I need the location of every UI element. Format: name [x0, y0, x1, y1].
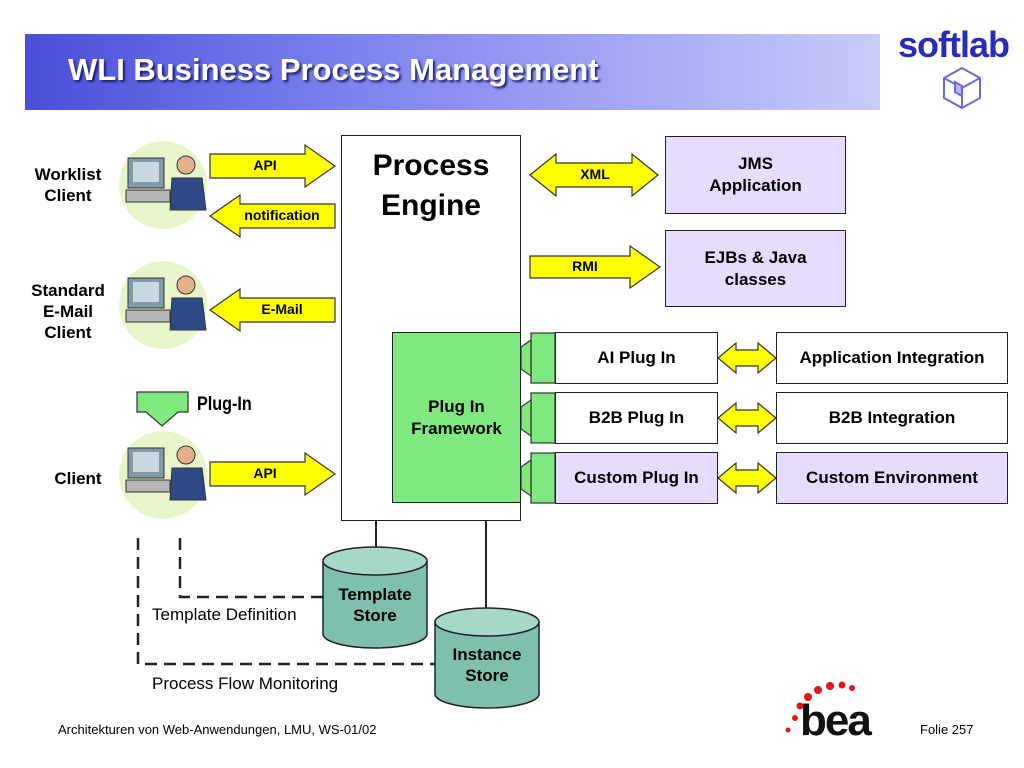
worklist-client-label: Worklist Client: [34, 165, 102, 205]
client-label: Client: [54, 469, 102, 488]
worklist-client-icon: [119, 141, 207, 229]
email-client-label: Standard E-Mail Client: [31, 281, 105, 342]
plug-connectors: [520, 332, 556, 504]
bea-logo: bea: [800, 696, 872, 745]
process-engine-box: Process Engine: [341, 135, 521, 521]
ejb-java-box: EJBs & Java classes: [665, 230, 846, 307]
custom-environment-box: Custom Environment: [776, 452, 1008, 504]
softlab-logo: softlab: [898, 24, 1010, 65]
b2b-double-arrow: [717, 401, 777, 435]
custom-plugin-box: Custom Plug In: [555, 452, 718, 504]
instance-store-label: Instance Store: [452, 645, 522, 685]
plugin-down-arrow: [136, 391, 189, 427]
ai-double-arrow: [717, 341, 777, 375]
template-definition-label: Template Definition: [152, 605, 297, 624]
slide-number: Folie 257: [920, 722, 974, 737]
api-top-text: API: [253, 157, 277, 173]
email-client-icon: [119, 261, 207, 349]
slide-title: WLI Business Process Management: [68, 52, 599, 87]
notification-text: notification: [244, 207, 320, 223]
softlab-cube-icon: [943, 66, 981, 110]
template-store-label: Template Store: [338, 585, 412, 625]
plugin-framework-box: Plug In Framework: [392, 332, 521, 503]
process-flow-monitoring-label: Process Flow Monitoring: [152, 674, 339, 693]
jms-application-box: JMS Application: [665, 136, 846, 214]
custom-double-arrow: [717, 461, 777, 495]
rmi-text: RMI: [572, 258, 598, 274]
b2b-plugin-box: B2B Plug In: [555, 392, 718, 444]
xml-text: XML: [580, 166, 610, 182]
ai-plugin-box: AI Plug In: [555, 332, 718, 384]
footer-text: Architekturen von Web-Anwendungen, LMU, …: [58, 722, 377, 737]
template-definition-dashed-line: [178, 538, 323, 599]
application-integration-box: Application Integration: [776, 332, 1008, 384]
b2b-integration-box: B2B Integration: [776, 392, 1008, 444]
api-bottom-text: API: [253, 465, 277, 481]
email-text: E-Mail: [261, 301, 303, 317]
plugin-label: Plug-In: [197, 394, 252, 415]
process-engine-title: Process Engine: [372, 149, 490, 222]
title-banner: [25, 34, 880, 110]
